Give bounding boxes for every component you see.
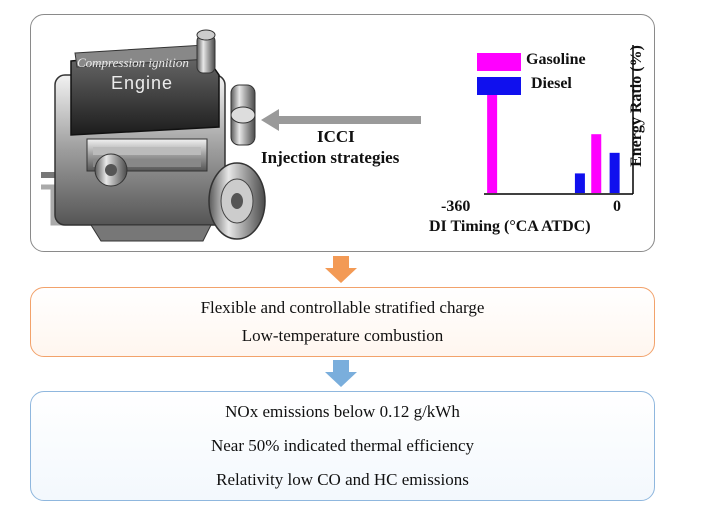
bottom-line-3: Relativity low CO and HC emissions xyxy=(216,470,469,489)
engine-subtitle: Compression ignition xyxy=(77,55,189,70)
legend-label-gasoline: Gasoline xyxy=(526,51,586,68)
energy-ratio-chart xyxy=(484,45,634,195)
engine-title: Engine xyxy=(111,73,174,93)
bar-diesel-1 xyxy=(609,152,620,193)
arrow-label-line1: ICCI xyxy=(317,127,355,146)
legend-swatch-gasoline xyxy=(477,53,521,71)
bottom-line-1: NOx emissions below 0.12 g/kWh xyxy=(225,402,460,421)
down-arrow-blue xyxy=(325,360,357,387)
bottom-line-2: Near 50% indicated thermal efficiency xyxy=(210,436,475,455)
x-axis-label: DI Timing (°CA ATDC) xyxy=(429,218,591,235)
legend-swatch-diesel xyxy=(477,77,521,95)
arrow-label-line2: Injection strategies xyxy=(261,148,400,167)
x-tick-max: 0 xyxy=(613,198,621,215)
engine-illustration xyxy=(41,29,266,242)
bar-gasoline-0 xyxy=(487,95,498,193)
bar-diesel-0 xyxy=(574,173,585,193)
x-tick-min: -360 xyxy=(441,198,471,215)
down-arrow-orange xyxy=(325,256,357,283)
legend-label-diesel: Diesel xyxy=(531,75,572,92)
middle-line-1: Flexible and controllable stratified cha… xyxy=(200,298,485,317)
bar-gasoline-1 xyxy=(591,134,602,193)
combustion-features-box: Flexible and controllable stratified cha… xyxy=(30,287,655,357)
y-axis-label: Energy Ratio (%) xyxy=(628,45,645,167)
engine-strategy-panel: Compression ignition Engine ICCI Injecti… xyxy=(30,14,655,252)
results-box: NOx emissions below 0.12 g/kWh Near 50% … xyxy=(30,391,655,501)
middle-line-2: Low-temperature combustion xyxy=(241,326,444,345)
left-arrow xyxy=(261,109,421,131)
